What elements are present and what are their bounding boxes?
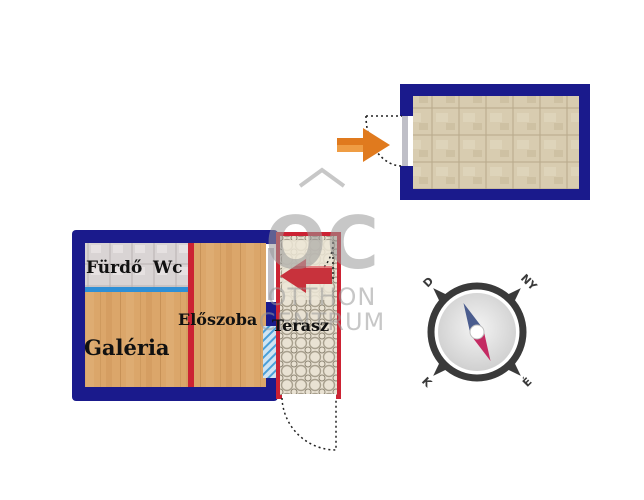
compass-label-north: É (520, 375, 535, 390)
separate-room-door-swing (365, 115, 403, 167)
eloszoba-floor (192, 243, 266, 387)
room-label-terasz: Terasz (272, 316, 329, 335)
bathroom-partition (85, 287, 190, 292)
watermark-logo: OC (265, 201, 379, 285)
compass-label-south: D (421, 275, 437, 291)
entrance-arrow-main (280, 259, 332, 293)
room-label-furdo: Fürdő (86, 258, 142, 278)
separate-room-floor (413, 96, 579, 189)
furdo-floor (85, 243, 190, 288)
terasz-exit-door-swing (281, 397, 337, 451)
separate-room (365, 84, 590, 200)
compass-label-east: K (419, 375, 435, 391)
compass-pivot (469, 324, 485, 340)
terasz-exit-opening (282, 394, 336, 400)
room-label-eloszoba: Előszoba (178, 310, 257, 329)
watermark-roof (298, 167, 346, 188)
compass-label-west: NY (518, 272, 540, 294)
main-apartment (72, 230, 278, 401)
watermark-line1: OTTHON (268, 283, 377, 311)
room-label-galeria: Galéria (84, 335, 170, 360)
compass: D NY K É (419, 272, 540, 391)
watermark-line2: CENTRUM (259, 308, 385, 336)
terrace-door-frame (268, 248, 274, 300)
separate-room-door-frame (402, 116, 408, 166)
terasz (276, 232, 341, 451)
room-label-wc: Wc (152, 258, 182, 278)
gallery-partition (188, 243, 194, 387)
entrance-arrow-secondary (337, 128, 390, 162)
terrace-window (263, 326, 278, 378)
watermark: OC OTTHON CENTRUM (259, 167, 385, 336)
